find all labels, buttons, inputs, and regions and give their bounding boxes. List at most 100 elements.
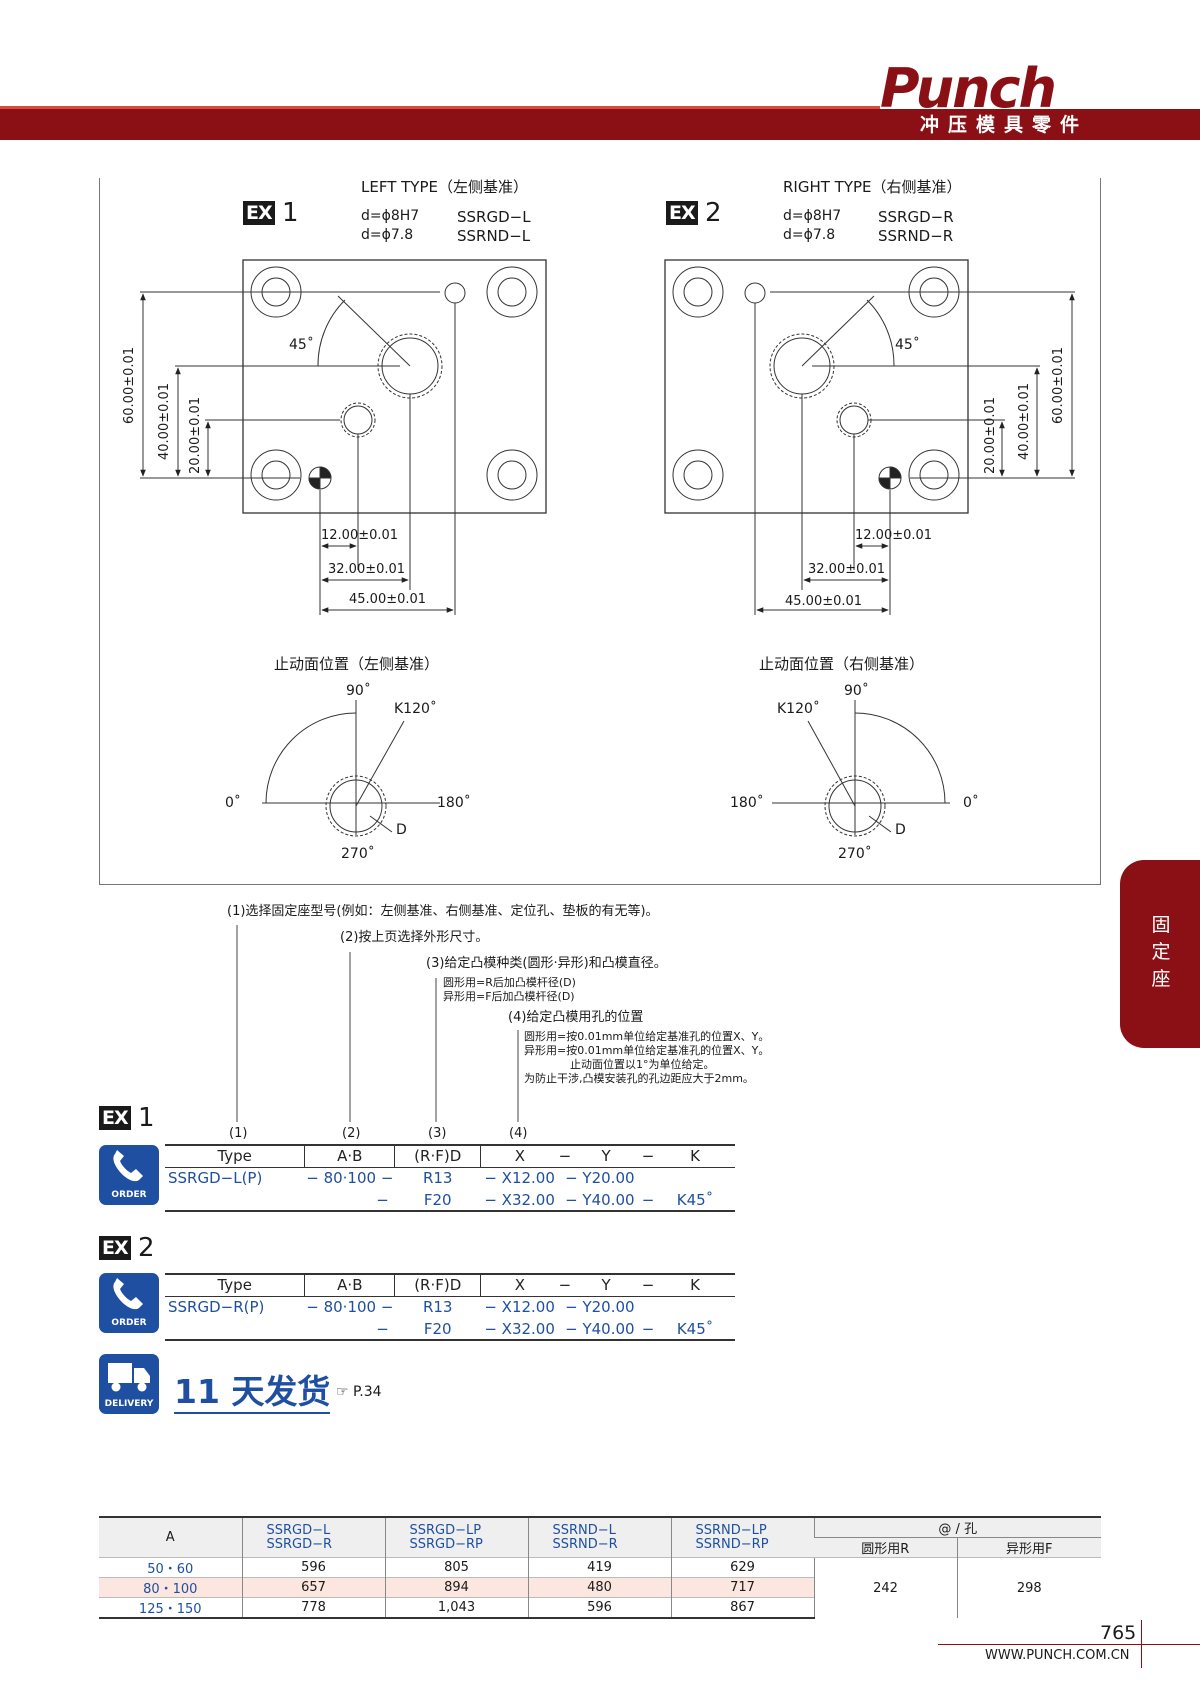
category-tab-label: 固定座 — [1151, 914, 1171, 990]
order2-dash: − — [304, 1318, 395, 1341]
order1-header-k: K — [655, 1144, 735, 1168]
price-row-a: 50・60 — [99, 1557, 242, 1578]
order1-rfd2: F20 — [394, 1189, 481, 1212]
header-accent-line — [0, 106, 880, 110]
order1-header-y: Y — [571, 1144, 642, 1168]
step-2: (2)按上页选择外形尺寸。 — [340, 930, 489, 945]
ex2-angle-label: 45˚ — [895, 337, 920, 353]
ex1-dim-40: 40.00±0.01 — [157, 382, 172, 460]
stop-left-k120: K120˚ — [394, 701, 437, 717]
order1-badge: EX — [99, 1106, 131, 1130]
delivery-icon: DELIVERY — [99, 1354, 159, 1414]
order2-x2: − X32.00 — [480, 1318, 559, 1341]
order1-number: 1 — [138, 1103, 155, 1133]
order-icon: ORDER — [99, 1145, 159, 1205]
drawing-frame — [99, 178, 1101, 885]
ex2-badge: EX — [666, 201, 698, 225]
price-header-extra: @ / 孔 — [813, 1516, 1101, 1538]
phone-icon — [113, 1150, 143, 1182]
order1-header-type: Type — [165, 1144, 305, 1168]
step-label-4: (4) — [509, 1126, 528, 1141]
price-shaped-value: 298 — [956, 1557, 1101, 1618]
order1-x1: − X12.00 — [484, 1169, 555, 1188]
price-cell: 596 — [527, 1597, 671, 1619]
order2-rfd2: F20 — [394, 1318, 481, 1341]
order1-k: K45˚ — [655, 1189, 735, 1212]
ex2-number: 2 — [705, 198, 722, 228]
delivery-page-ref[interactable]: ☞ P.34 — [336, 1384, 382, 1400]
phone-icon — [113, 1278, 143, 1310]
stop-right-k120: K120˚ — [777, 701, 820, 717]
order2-header-type: Type — [165, 1273, 305, 1297]
order1-ab: − 80·100 − — [306, 1169, 394, 1188]
delivery-icon-label: DELIVERY — [104, 1399, 154, 1409]
order2-ab: − 80·100 − — [306, 1298, 394, 1317]
step-label-1: (1) — [229, 1126, 248, 1141]
price-cell: 894 — [384, 1577, 528, 1598]
ex1-title: LEFT TYPE（左侧基准） — [361, 178, 528, 196]
order2-table: Type A·B (R·F)D X − Y − K SSRGD−R(P) − 8… — [165, 1273, 735, 1341]
ex2-d2: d=ϕ7.8 — [783, 227, 836, 243]
order-icon: ORDER — [99, 1273, 159, 1333]
order2-y1: − Y20.00 — [565, 1298, 635, 1317]
stop-right-180: 180˚ — [730, 795, 764, 811]
order2-y2: − Y40.00 — [558, 1318, 642, 1341]
order2-header-ab: A·B — [304, 1273, 395, 1297]
page-number: 765 — [1100, 1622, 1137, 1644]
ex2-dim-60: 60.00±0.01 — [1051, 346, 1066, 424]
footer-divider — [938, 1644, 1200, 1645]
stop-left-180: 180˚ — [437, 795, 471, 811]
order1-type: SSRGD−L(P) — [168, 1169, 263, 1188]
order2-badge: EX — [99, 1236, 131, 1260]
logo-subtitle: 冲压模具零件 — [920, 114, 1089, 136]
price-cell: 480 — [527, 1577, 671, 1598]
ex2-model2: SSRND−R — [878, 227, 954, 245]
ex2-model1: SSRGD−R — [878, 208, 954, 226]
ex1-badge: EX — [243, 201, 275, 225]
price-row-a: 125・150 — [99, 1597, 242, 1619]
stop-right-0: 0˚ — [963, 795, 979, 811]
price-cell: 657 — [241, 1577, 385, 1598]
order2-header-rfd: (R·F)D — [394, 1273, 481, 1297]
step-4-round: 圆形用=按0.01mm单位给定基准孔的位置X、Y。 — [524, 1030, 770, 1043]
ex1-model2: SSRND−L — [457, 227, 531, 245]
step-4-shaped: 异形用=按0.01mm单位给定基准孔的位置X、Y。 — [524, 1044, 770, 1057]
step-label-2: (2) — [342, 1126, 361, 1141]
step-leader-lines — [236, 925, 519, 1122]
price-cell: 1,043 — [384, 1597, 528, 1619]
ex2-dim-32: 32.00±0.01 — [808, 562, 886, 577]
price-cell: 629 — [670, 1557, 814, 1578]
ex1-dim-32: 32.00±0.01 — [328, 562, 406, 577]
order2-header-k: K — [655, 1273, 735, 1297]
order1-header-x: X — [480, 1144, 559, 1168]
price-header-a: A — [99, 1516, 242, 1558]
ex1-d2: d=ϕ7.8 — [361, 227, 414, 243]
order1-header-dash2: − — [641, 1144, 656, 1168]
ex1-plate — [242, 259, 547, 514]
price-row-a: 80・100 — [99, 1577, 242, 1598]
step-3-round: 圆形用=R后加凸模杆径(D) — [443, 976, 576, 989]
ex2-dim-45: 45.00±0.01 — [785, 594, 863, 609]
stop-left-0: 0˚ — [225, 795, 241, 811]
ex1-angle-label: 45˚ — [289, 337, 314, 353]
stop-left-title: 止动面位置（左侧基准） — [274, 655, 440, 673]
price-header-shaped: 异形用F — [956, 1537, 1101, 1558]
ex2-dim-20: 20.00±0.01 — [983, 396, 998, 474]
ex1-model1: SSRGD−L — [457, 208, 531, 226]
technical-drawings — [140, 259, 1075, 837]
order2-header-dash1: − — [558, 1273, 572, 1297]
order2-header-y: Y — [571, 1273, 642, 1297]
category-tab[interactable] — [1120, 860, 1200, 1048]
site-url[interactable]: WWW.PUNCH.COM.CN — [985, 1648, 1130, 1663]
order-icon-label: ORDER — [111, 1190, 147, 1200]
order1-header-dash1: − — [558, 1144, 572, 1168]
price-cell: 419 — [527, 1557, 671, 1578]
stop-left-d: D — [396, 822, 407, 838]
ex1-dim-20: 20.00±0.01 — [188, 396, 203, 474]
order1-rfd1: R13 — [422, 1169, 453, 1188]
step-3: (3)给定凸模种类(圆形·异形)和凸模直径。 — [426, 956, 667, 971]
